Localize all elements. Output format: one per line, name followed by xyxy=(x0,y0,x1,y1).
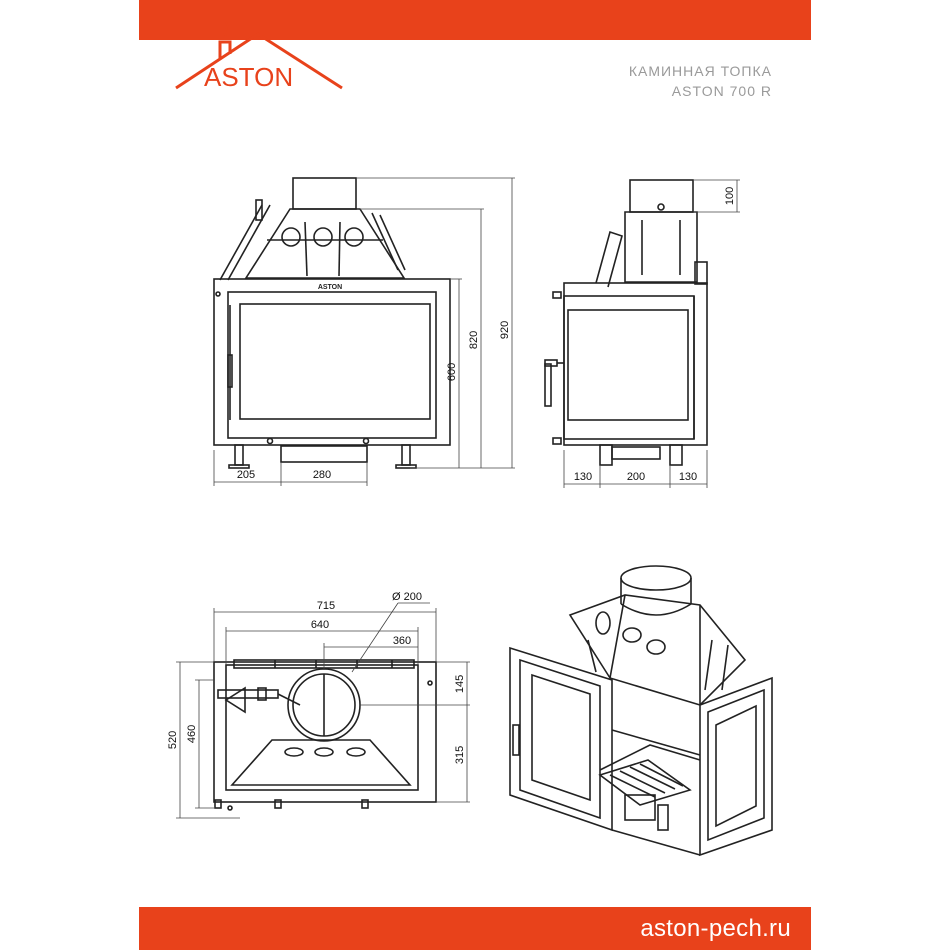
dim-205: 205 xyxy=(237,469,255,481)
product-title-line2: ASTON 700 R xyxy=(671,83,772,99)
dim-360: 360 xyxy=(393,635,411,647)
dim-640: 640 xyxy=(311,619,329,631)
dim-145: 145 xyxy=(454,675,466,693)
dim-520: 520 xyxy=(167,731,179,749)
top-brand-bar xyxy=(139,0,811,40)
dim-715: 715 xyxy=(317,600,335,612)
product-title: КАМИННАЯ ТОПКА ASTON 700 R xyxy=(629,61,772,101)
dim-600: 600 xyxy=(446,363,458,381)
bottom-brand-bar: aston-pech.ru xyxy=(139,907,811,950)
door-badge-aston: ASTON xyxy=(318,284,342,291)
front-view xyxy=(213,177,451,469)
dim-280: 280 xyxy=(313,469,331,481)
dim-315: 315 xyxy=(454,746,466,764)
side-view xyxy=(544,179,708,466)
dim-920: 920 xyxy=(499,321,511,339)
dim-diameter-200: Ø 200 xyxy=(392,591,422,603)
dim-130-right: 130 xyxy=(679,471,697,483)
dim-460: 460 xyxy=(186,725,198,743)
dim-200: 200 xyxy=(627,471,645,483)
logo-wordmark: ASTON xyxy=(204,62,293,92)
top-view xyxy=(213,659,437,811)
product-title-line1: КАМИННАЯ ТОПКА xyxy=(628,63,772,79)
dim-820: 820 xyxy=(468,331,480,349)
website-link[interactable]: aston-pech.ru xyxy=(640,915,791,942)
aston-logo: ASTON xyxy=(175,21,343,92)
isometric-view xyxy=(509,565,773,857)
dim-130-left: 130 xyxy=(574,471,592,483)
dim-100: 100 xyxy=(724,187,736,205)
